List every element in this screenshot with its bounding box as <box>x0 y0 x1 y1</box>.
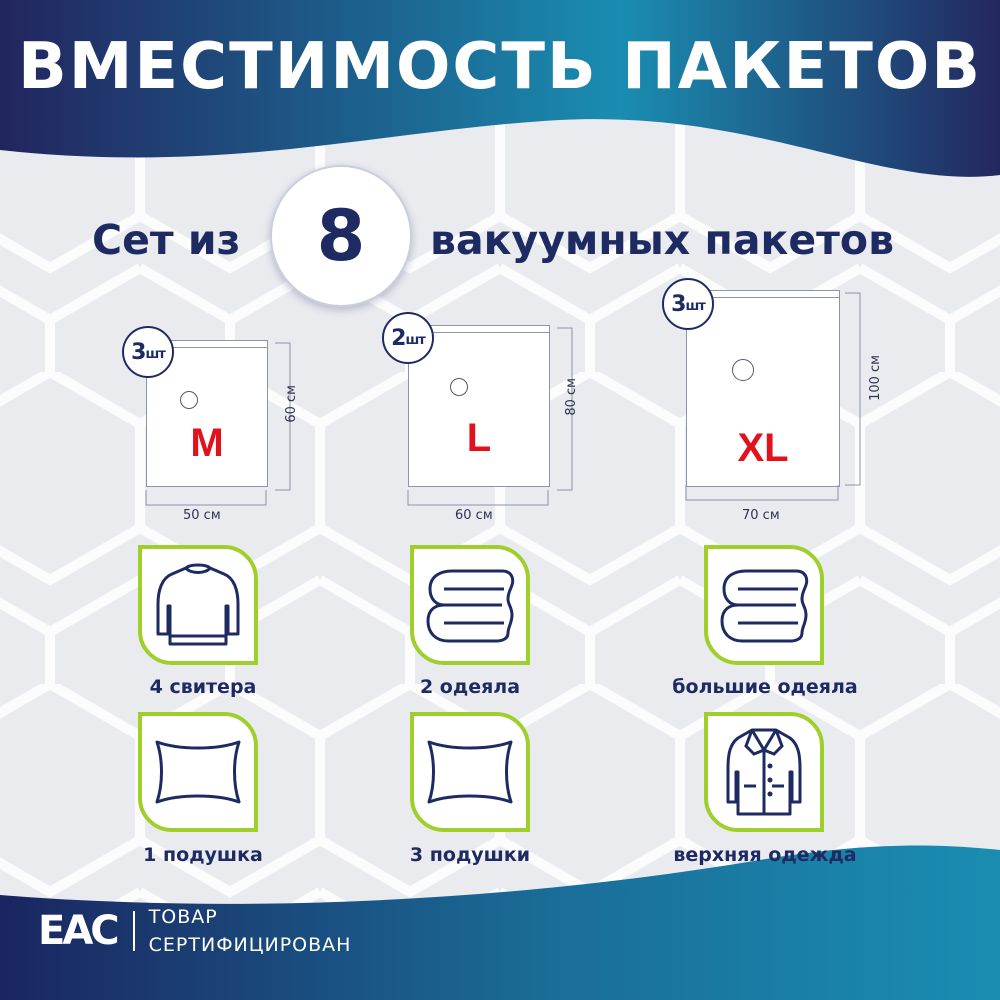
pillow-icon <box>427 740 513 804</box>
bag-height: 60 см <box>284 385 299 423</box>
set-prefix: Сет из <box>92 216 241 264</box>
certification-block: EAC ТОВАР СЕРТИФИЦИРОВАН <box>38 903 351 959</box>
valve-icon <box>732 359 754 381</box>
set-count-badge: 8 <box>270 165 412 307</box>
bag-width: 50 см <box>183 508 221 523</box>
blanket-icon <box>426 569 515 643</box>
bag-width: 70 см <box>742 508 780 523</box>
bag-height: 100 см <box>868 355 883 401</box>
certification-text: ТОВАР СЕРТИФИЦИРОВАН <box>135 903 352 959</box>
blanket-card <box>704 545 824 665</box>
zip-line <box>687 297 839 298</box>
pillow-card <box>138 712 258 832</box>
capacity-label: верхняя одежда <box>673 844 857 866</box>
zip-line <box>409 332 549 333</box>
blanket-card <box>410 545 530 665</box>
coat-icon <box>726 728 802 816</box>
valve-icon <box>450 378 468 396</box>
bag-m-body: M <box>146 340 268 487</box>
bag-l-body: L <box>408 325 550 487</box>
set-suffix: вакуумных пакетов <box>430 216 895 264</box>
capacity-label: 4 свитера <box>149 676 257 698</box>
bag-size-label: L <box>466 416 492 460</box>
capacity-label: 1 подушка <box>143 844 263 866</box>
sweater-icon <box>156 563 240 646</box>
bag-m-dimension-lines <box>145 342 291 506</box>
capacity-label: 2 одеяла <box>419 676 521 698</box>
bag-size-label: M <box>190 421 224 465</box>
eac-mark: EAC <box>38 911 135 951</box>
sweater-card <box>138 545 258 665</box>
pillow-card <box>410 712 530 832</box>
certification-line-1: ТОВАР <box>148 906 218 928</box>
pillow-icon <box>155 740 241 804</box>
capacity-label: 3 подушки <box>409 844 531 866</box>
blanket-icon <box>720 569 809 643</box>
bag-size-label: XL <box>737 426 789 470</box>
zip-line <box>147 347 267 348</box>
capacity-label: большие одеяла <box>672 676 858 698</box>
bag-width: 60 см <box>455 508 493 523</box>
bag-xl-dimension-lines <box>685 292 861 501</box>
coat-card <box>704 712 824 832</box>
page-title: ВМЕСТИМОСТЬ ПАКЕТОВ <box>17 30 983 104</box>
bag-xl-body: XL <box>686 290 840 487</box>
bag-l-dimension-lines <box>407 327 573 506</box>
bag-height: 80 см <box>564 378 579 416</box>
valve-icon <box>180 391 198 409</box>
certification-line-2: СЕРТИФИЦИРОВАН <box>148 934 352 956</box>
